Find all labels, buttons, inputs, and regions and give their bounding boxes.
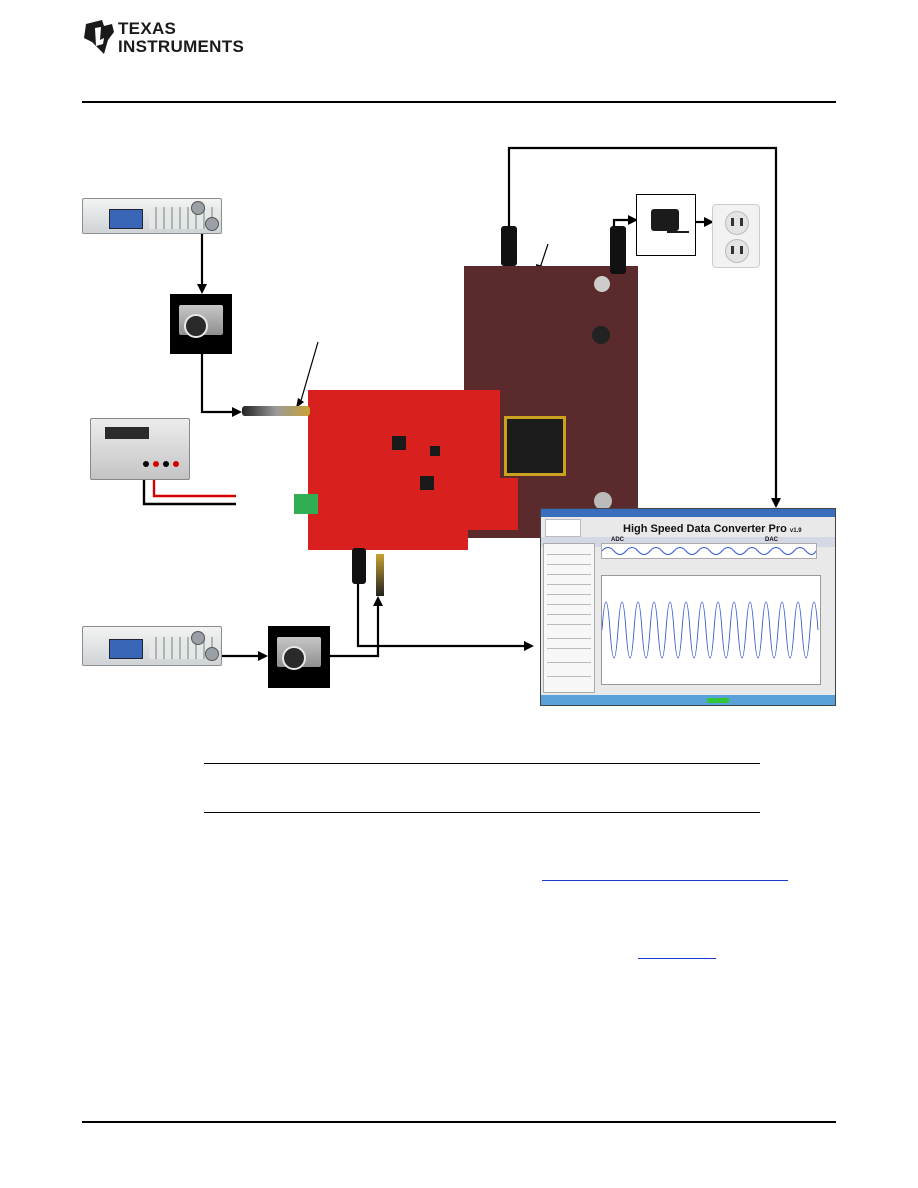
gui-banner: High Speed Data Converter Pro v1.9 bbox=[623, 523, 802, 535]
power-plug bbox=[610, 226, 626, 274]
hsdc-pro-gui-window: High Speed Data Converter Pro v1.9 ADC D… bbox=[540, 508, 836, 706]
gui-version: v1.9 bbox=[789, 528, 802, 534]
logo-line-2: INSTRUMENTS bbox=[118, 37, 245, 56]
header-rule bbox=[82, 101, 836, 103]
power-terminal-block bbox=[294, 494, 318, 514]
connection-wires bbox=[142, 146, 781, 661]
wall-outlet bbox=[712, 204, 760, 268]
gui-title-bar bbox=[541, 509, 835, 517]
ti-logo-icon bbox=[84, 20, 114, 54]
clock-sma bbox=[376, 554, 384, 596]
gui-status-indicator bbox=[707, 698, 729, 703]
signal-generator-1 bbox=[82, 198, 222, 234]
note-bottom-rule bbox=[204, 812, 760, 813]
ti-logo: TEXAS INSTRUMENTS bbox=[82, 18, 244, 58]
hyperlink-underline-2[interactable] bbox=[638, 958, 716, 959]
logo-line-1: TEXAS bbox=[118, 19, 177, 38]
gui-status-bar bbox=[541, 695, 835, 705]
evm-board bbox=[308, 390, 518, 550]
gui-time-domain-plot bbox=[601, 575, 821, 685]
power-supply bbox=[90, 418, 190, 480]
gui-tab-bar bbox=[541, 537, 835, 547]
usb-cable bbox=[501, 226, 517, 266]
usb-cable-evm bbox=[352, 548, 366, 584]
hyperlink-underline-1[interactable] bbox=[542, 880, 788, 881]
sma-cable bbox=[242, 406, 310, 416]
footer-rule bbox=[82, 1121, 836, 1123]
gui-banner-title: High Speed Data Converter Pro bbox=[623, 523, 787, 535]
gui-left-panel bbox=[543, 543, 595, 693]
gui-tab-adc[interactable]: ADC bbox=[611, 537, 624, 543]
attenuator-1 bbox=[170, 294, 232, 354]
gui-tab-dac[interactable]: DAC bbox=[765, 537, 778, 543]
signal-generator-2 bbox=[82, 626, 222, 666]
gui-plot-overview bbox=[601, 543, 817, 559]
attenuator-2 bbox=[268, 626, 330, 688]
ac-adapter bbox=[636, 194, 696, 256]
gui-ti-logo bbox=[545, 519, 581, 537]
note-top-rule bbox=[204, 763, 760, 764]
